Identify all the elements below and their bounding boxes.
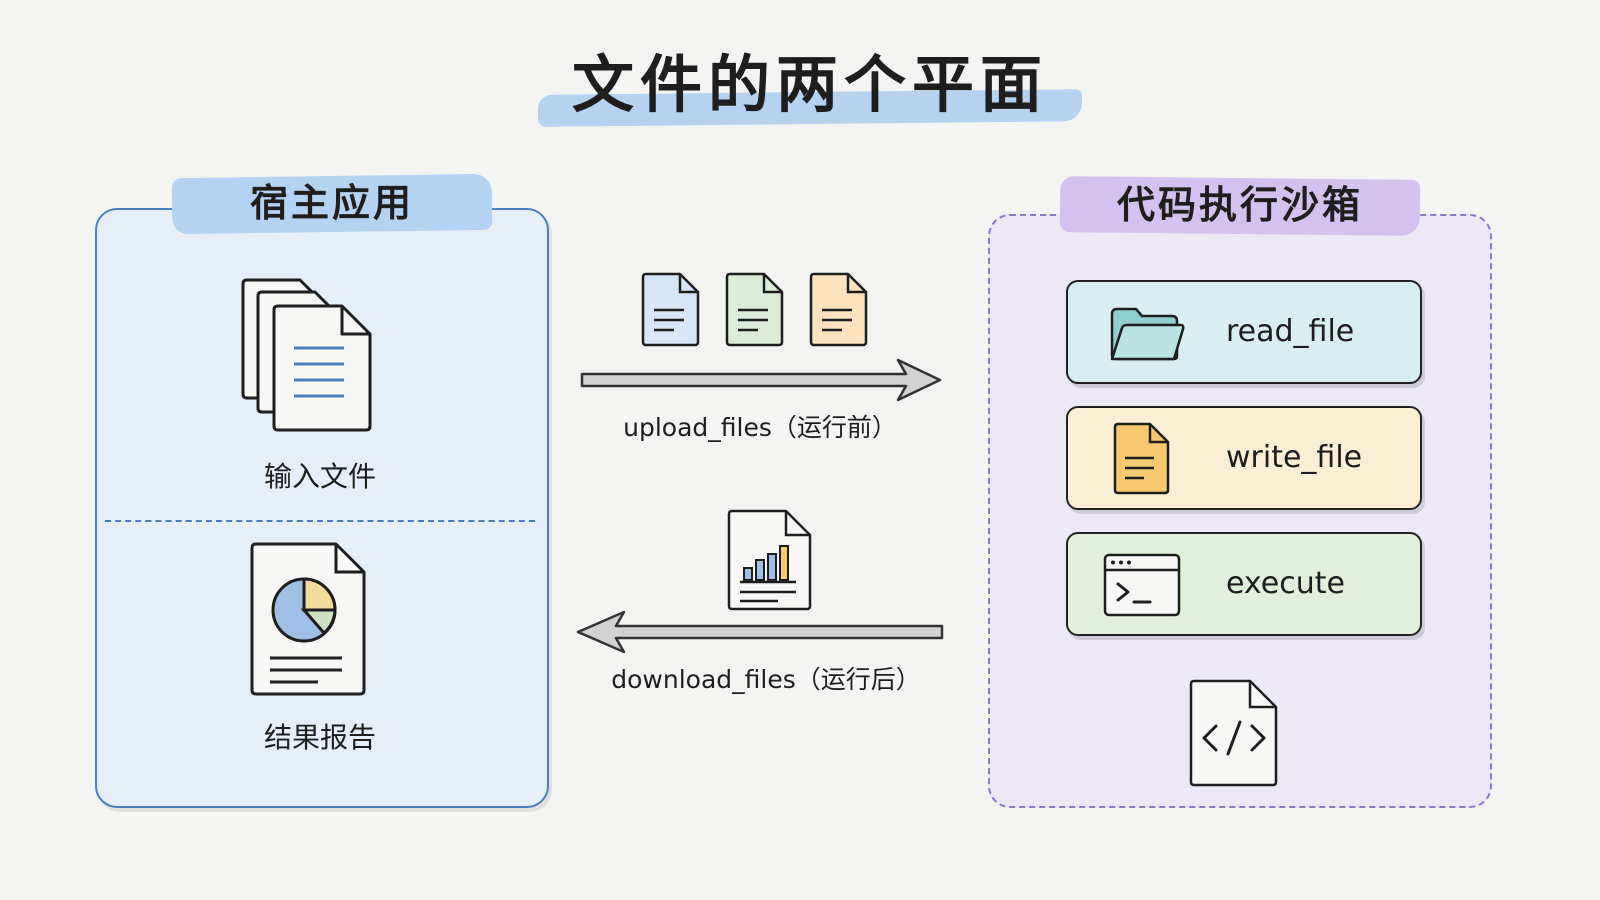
upload-file-orange-icon xyxy=(809,272,868,347)
upload-file-blue-icon xyxy=(641,272,700,347)
host-panel-divider xyxy=(105,520,535,522)
download-arrow xyxy=(576,610,944,654)
tool-card-read-file: read_file xyxy=(1066,280,1422,384)
tool-label-write-file: write_file xyxy=(1226,440,1363,475)
tool-card-write-file: write_file xyxy=(1066,406,1422,510)
tool-label-execute: execute xyxy=(1226,566,1345,601)
download-chart-file-icon xyxy=(727,509,812,611)
document-icon xyxy=(1113,422,1170,495)
title-text: 文件的两个平面 xyxy=(571,48,1048,121)
report-caption: 结果报告 xyxy=(263,721,376,754)
download-files-label: download_files（运行后） xyxy=(611,665,921,694)
tool-label-read-file: read_file xyxy=(1226,314,1355,349)
upload-file-green-icon xyxy=(725,272,784,347)
folder-icon xyxy=(1110,307,1185,361)
input-files-caption: 输入文件 xyxy=(263,460,376,493)
sandbox-label: 代码执行沙箱 xyxy=(1116,183,1363,227)
code-file-icon xyxy=(1189,679,1278,787)
diagram-title: 文件的两个平面 xyxy=(530,40,1090,130)
host-app-label: 宿主应用 xyxy=(249,181,414,225)
sandbox-header: 代码执行沙箱 xyxy=(1059,172,1421,238)
terminal-icon xyxy=(1103,553,1181,617)
tool-card-execute: execute xyxy=(1066,532,1422,636)
host-app-header: 宿主应用 xyxy=(171,170,493,236)
report-chart-icon xyxy=(250,542,366,696)
stacked-files-icon xyxy=(241,278,372,432)
upload-arrow xyxy=(580,358,942,402)
upload-files-label: upload_files（运行前） xyxy=(623,413,897,442)
